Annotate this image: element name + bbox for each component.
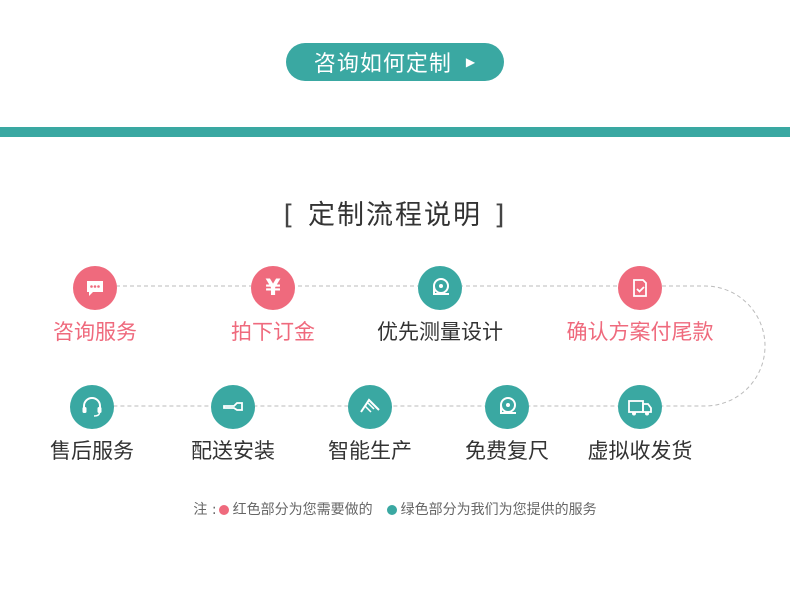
step-delivery-install: 配送安装 [158, 385, 308, 465]
tape-measure-icon [485, 385, 529, 429]
truck-icon [618, 385, 662, 429]
note-red-text: 红色部分为您需要做的 [232, 502, 373, 518]
red-dot-icon [218, 505, 229, 515]
step-label: 虚拟收发货 [587, 439, 693, 463]
tape-measure-icon [418, 266, 462, 310]
saw-icon [348, 385, 392, 429]
divider-bar [0, 127, 790, 137]
section-title: [ 定制流程说明] [0, 193, 790, 232]
legend-note: 注 : 红色部分为您需要做的 绿色部分为我们为您提供的服务 [0, 499, 790, 519]
headset-icon [70, 385, 114, 429]
bracket-close: ] [494, 200, 507, 231]
step-label: 配送安装 [191, 439, 275, 463]
step-after-sales: 售后服务 [17, 385, 167, 465]
consult-button-label: 咨询如何定制 [313, 52, 452, 77]
yen-icon: ¥ [251, 266, 295, 310]
step-label: 智能生产 [328, 439, 412, 463]
step-consult-service: 咨询服务 [20, 266, 170, 346]
step-label: 优先测量设计 [377, 320, 503, 344]
step-label: 售后服务 [50, 439, 134, 463]
document-check-icon [618, 266, 662, 310]
chat-bubble-icon [73, 266, 117, 310]
consult-button[interactable]: 咨询如何定制 ▶ [286, 43, 504, 81]
note-green-text: 绿色部分为我们为您提供的服务 [400, 502, 597, 518]
step-label: 免费复尺 [465, 439, 549, 463]
step-label: 确认方案付尾款 [566, 320, 714, 344]
bracket-open: [ [283, 200, 296, 231]
step-virtual-shipping: 虚拟收发货 [565, 385, 715, 465]
play-arrow-icon: ▶ [465, 55, 477, 69]
note-prefix: 注 : [193, 502, 217, 518]
step-smart-production: 智能生产 [295, 385, 445, 465]
wrench-icon [211, 385, 255, 429]
step-label: 咨询服务 [53, 320, 137, 344]
step-pay-deposit: ¥ 拍下订金 [198, 266, 348, 346]
step-free-remeasure: 免费复尺 [432, 385, 582, 465]
green-dot-icon [386, 505, 397, 515]
step-label: 拍下订金 [231, 320, 315, 344]
step-confirm-plan: 确认方案付尾款 [565, 266, 715, 346]
step-measure-design: 优先测量设计 [365, 266, 515, 346]
section-title-text: 定制流程说明 [308, 200, 482, 231]
